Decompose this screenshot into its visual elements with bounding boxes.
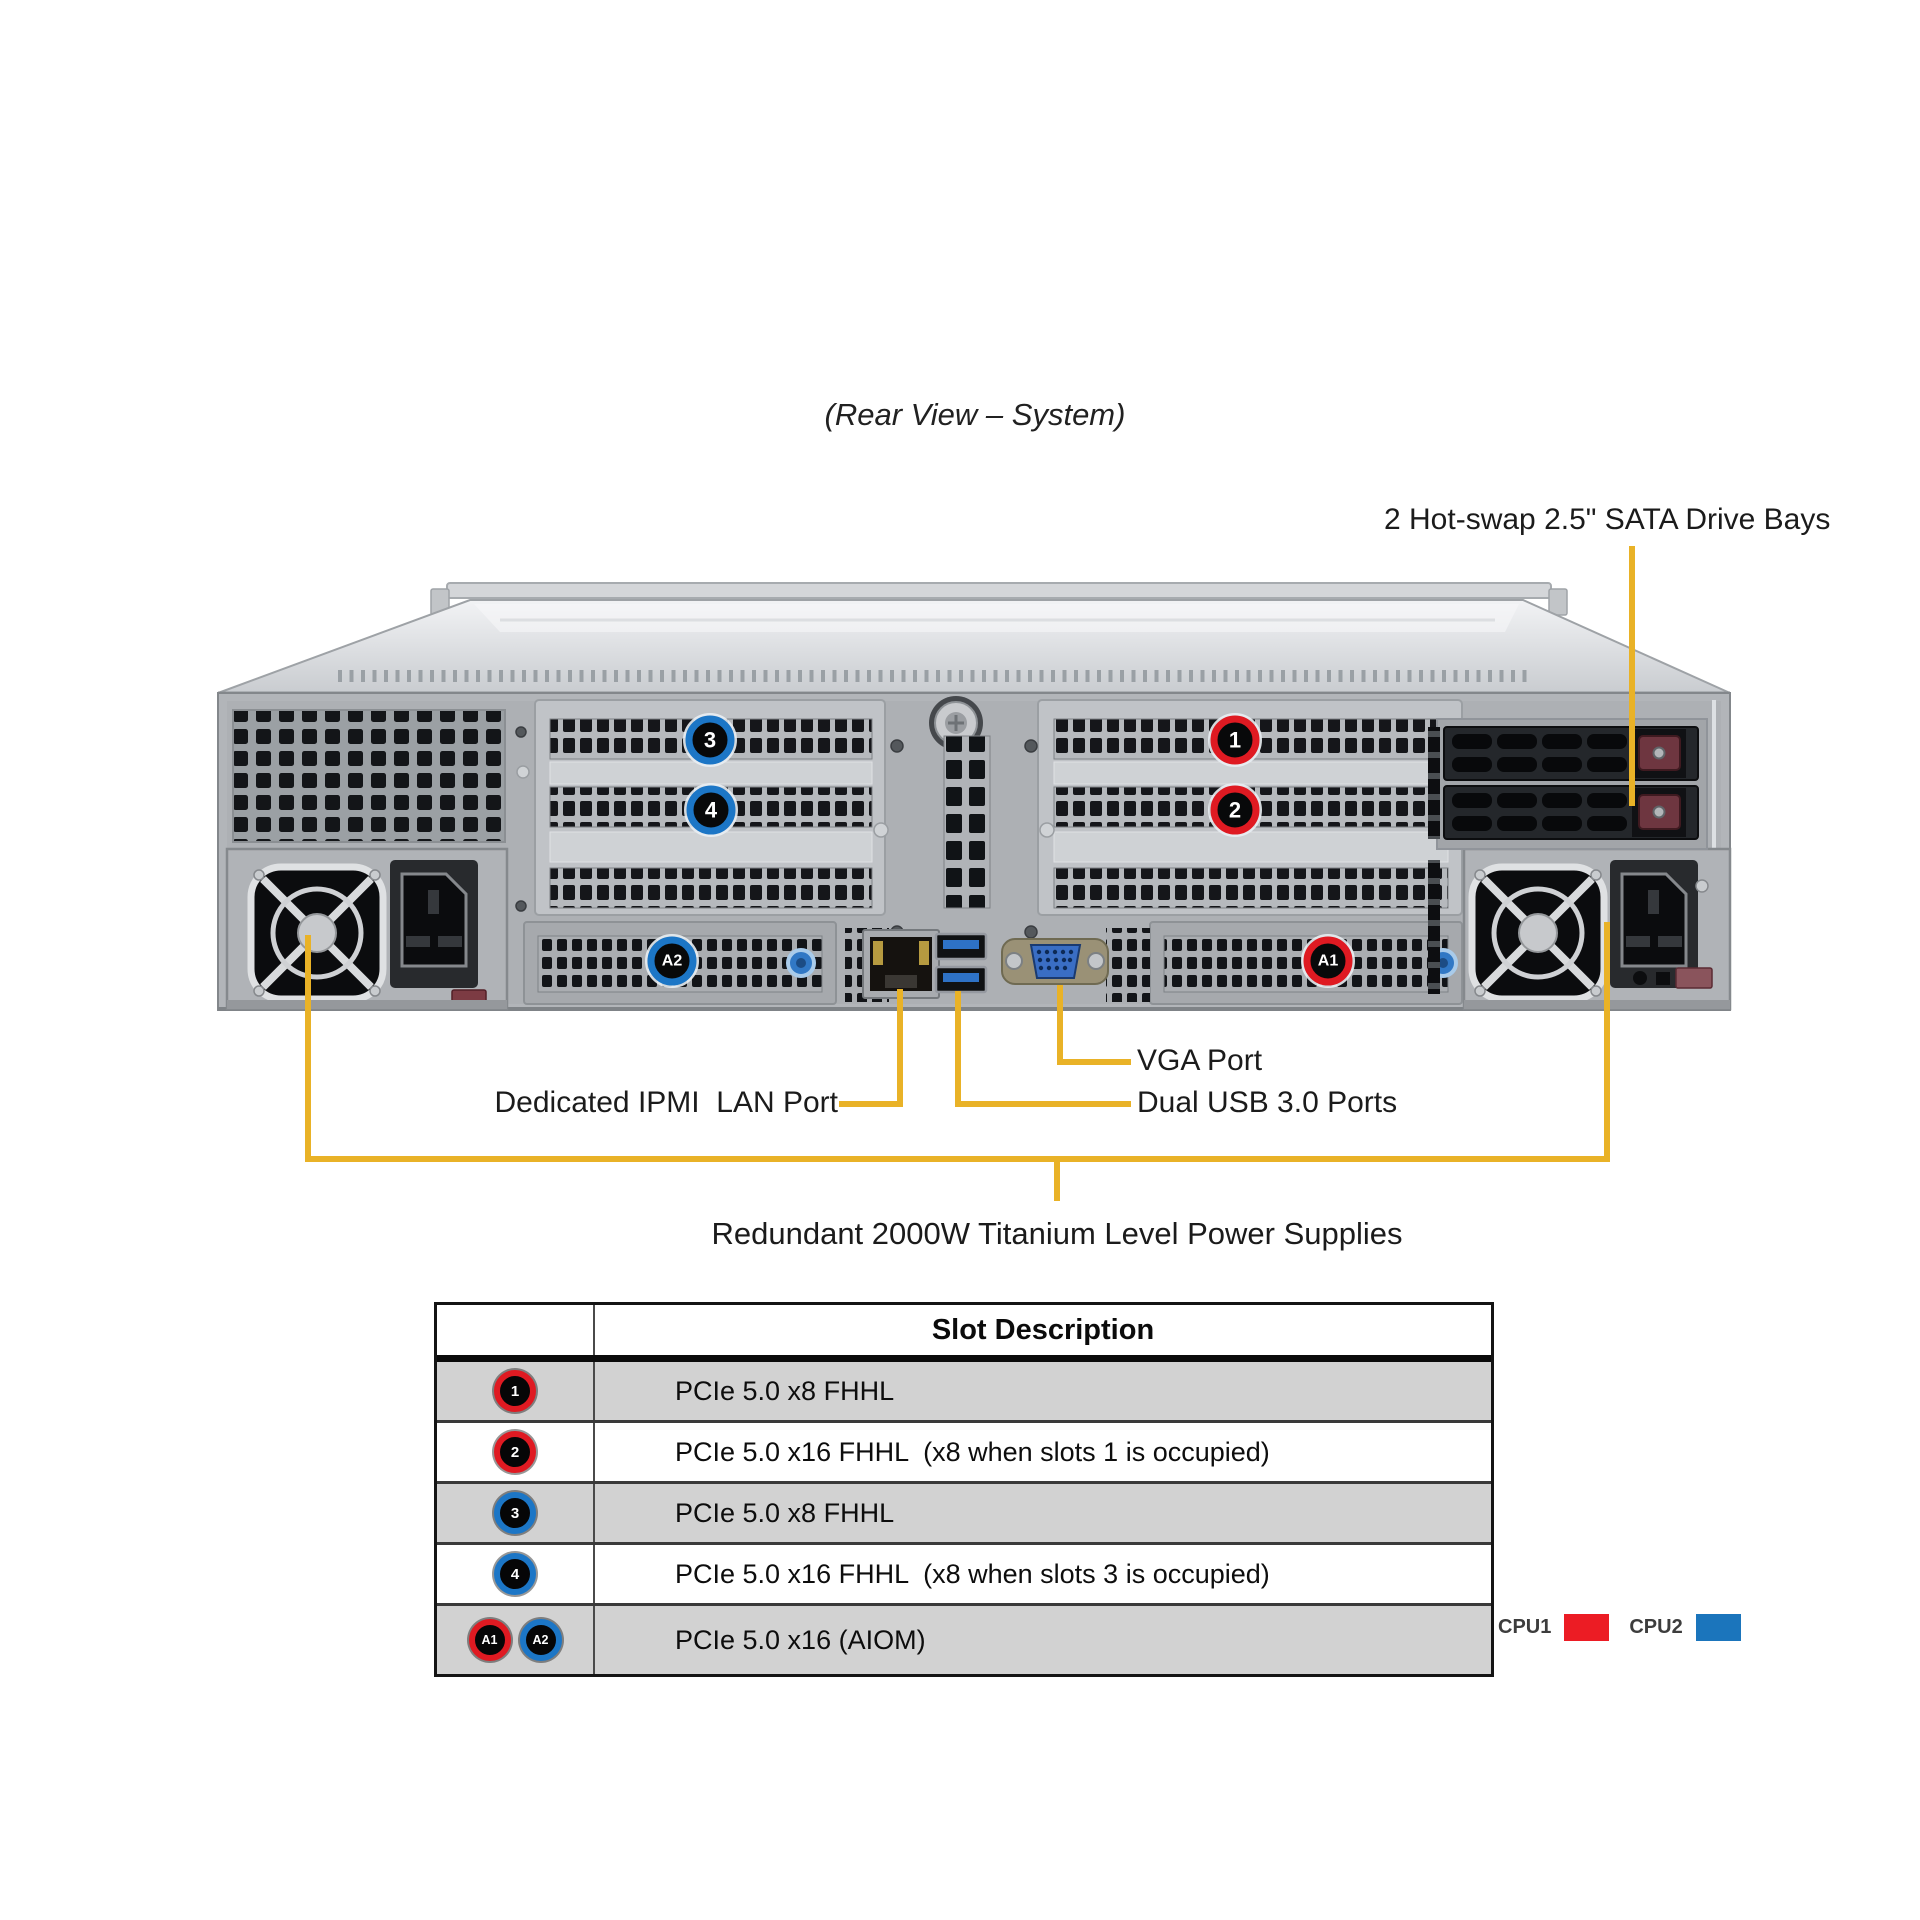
table-badge-1: 1: [494, 1370, 536, 1412]
small-vent: [1106, 928, 1150, 1002]
table-badge-4: 4: [494, 1553, 536, 1595]
svg-text:A2: A2: [662, 953, 683, 970]
table-cell-desc: PCIe 5.0 x8 FHHL: [675, 1375, 895, 1406]
svg-text:4: 4: [705, 798, 718, 823]
chassis-lid: [217, 582, 1731, 695]
table-row: A1 A2 PCIe 5.0 x16 (AIOM): [437, 1603, 1491, 1674]
table-row: 4 PCIe 5.0 x16 FHHL (x8 when slots 3 is …: [437, 1542, 1491, 1603]
table-row: 2 PCIe 5.0 x16 FHHL (x8 when slots 1 is …: [437, 1420, 1491, 1481]
left-vent-grid: [232, 709, 506, 843]
callout-drive-bays: 2 Hot-swap 2.5" SATA Drive Bays: [1384, 503, 1831, 536]
callout-psu: Redundant 2000W Titanium Level Power Sup…: [711, 1216, 1403, 1251]
legend-swatch-cpu2: [1695, 1614, 1741, 1641]
callout-ipmi: Dedicated IPMI LAN Port: [494, 1086, 838, 1119]
table-cell-desc: PCIe 5.0 x8 FHHL: [675, 1497, 895, 1528]
table-cell-desc: PCIe 5.0 x16 FHHL (x8 when slots 3 is oc…: [675, 1558, 1270, 1589]
psu-right: [1462, 847, 1732, 1011]
psu-led: [1633, 971, 1647, 985]
callout-line-psu-bracket: [305, 922, 1610, 1162]
legend-label-cpu1: CPU1: [1498, 1616, 1552, 1638]
table-cell-desc: PCIe 5.0 x16 FHHL (x8 when slots 1 is oc…: [675, 1436, 1270, 1467]
table-badge-a1: A1: [468, 1619, 511, 1661]
page-title: (Rear View – System): [824, 397, 1126, 432]
table-badge-3: 3: [494, 1492, 536, 1534]
table-badge-a2: A2: [519, 1619, 562, 1661]
psu-left: [225, 847, 509, 1011]
legend-swatch-cpu1: [1564, 1614, 1610, 1641]
slot-badge-4: 4: [684, 783, 738, 837]
callout-line-ipmi: [839, 989, 903, 1107]
vga-port: [1001, 938, 1109, 985]
table-header-label: Slot Description: [931, 1313, 1155, 1346]
table-row: 1 PCIe 5.0 x8 FHHL: [437, 1362, 1491, 1420]
table-row: 3 PCIe 5.0 x8 FHHL: [437, 1481, 1491, 1542]
slot-description-table: Slot Description 1 PCIe 5.0 x8 FHHL 2 PC…: [434, 1302, 1494, 1677]
callout-line-vga: [1057, 985, 1131, 1065]
callout-usb: Dual USB 3.0 Ports: [1137, 1086, 1398, 1119]
table-badge-2: 2: [494, 1431, 536, 1473]
power-inlet: [390, 860, 478, 988]
svg-text:3: 3: [704, 728, 716, 753]
legend-label-cpu2: CPU2: [1629, 1616, 1683, 1638]
cpu-legend: CPU1 CPU2: [1498, 1614, 1741, 1641]
psu-latch: [1675, 967, 1713, 989]
slot-badge-a1: A1: [1301, 934, 1355, 988]
slot-badge-1: 1: [1208, 713, 1262, 767]
slot-badge-2: 2: [1208, 783, 1262, 837]
svg-text:2: 2: [1229, 798, 1241, 823]
table-cell-desc: PCIe 5.0 x16 (AIOM): [675, 1624, 926, 1655]
drive-tray: [1443, 726, 1699, 781]
slot-badge-3: 3: [683, 713, 737, 767]
callout-lines: [305, 546, 1635, 1201]
callout-line-usb: [955, 991, 1131, 1107]
ipmi-lan-port: [862, 929, 940, 999]
svg-text:A1: A1: [1318, 953, 1339, 970]
table-header-badge-col: [437, 1305, 595, 1355]
callout-vga: VGA Port: [1137, 1044, 1263, 1077]
svg-text:1: 1: [1229, 728, 1241, 753]
table-header-row: Slot Description: [437, 1305, 1491, 1362]
psu-fan: [247, 863, 387, 1003]
slot-badge-a2: A2: [645, 934, 699, 988]
